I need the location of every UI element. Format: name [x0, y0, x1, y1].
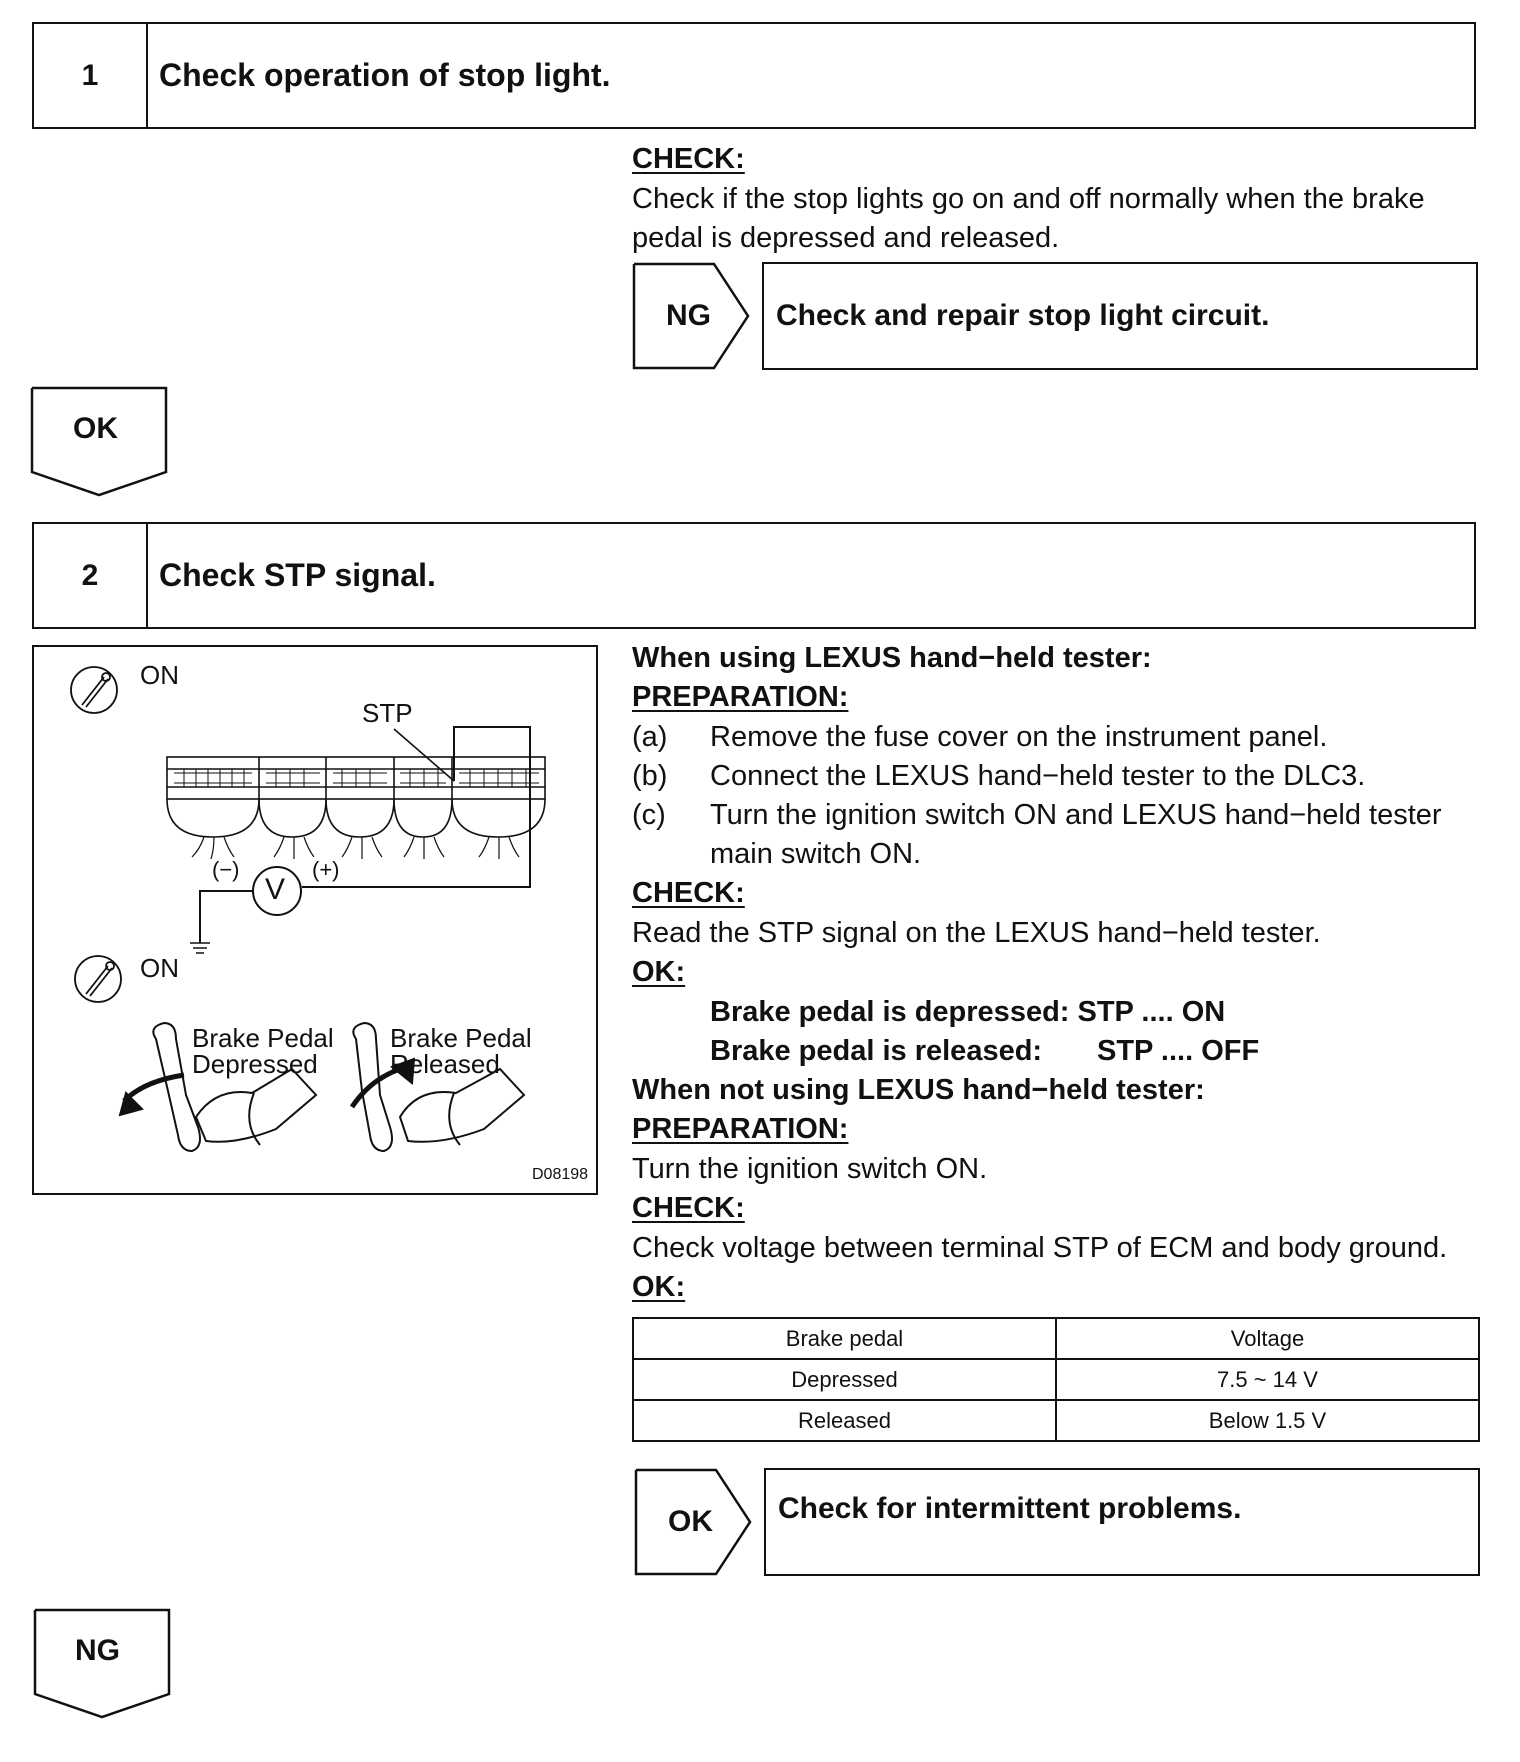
table-row: Released Below 1.5 V [632, 1399, 1480, 1442]
voltage-spec-table: Brake pedal Voltage Depressed 7.5 ~ 14 V… [632, 1317, 1480, 1442]
table-header-row: Brake pedal Voltage [632, 1317, 1480, 1360]
figure-released-label-1: Brake Pedal [390, 1023, 532, 1053]
step-1-ng-label: NG [666, 299, 711, 332]
ok-header: OK: [632, 956, 686, 988]
check-header: CHECK: [632, 877, 745, 909]
step-2-ok-label: OK [668, 1505, 713, 1538]
figure-code: D08198 [532, 1166, 589, 1183]
ok-down-arrow-icon [30, 386, 168, 497]
ok-line-2a: Brake pedal is released: [710, 1035, 1043, 1067]
brake-pedal-released-icon [349, 1021, 526, 1153]
prep-item-text: Connect the LEXUS hand−held tester to th… [710, 760, 1366, 792]
step-1-header: 1 Check operation of stop light. [32, 22, 1476, 129]
step-1-check-header: CHECK: [632, 143, 745, 175]
step-1-ok-label: OK [73, 412, 118, 445]
figure-depressed-label-2: Depressed [192, 1049, 318, 1079]
table-cell: Released [632, 1399, 1057, 1442]
prep2-header: PREPARATION: [632, 1113, 849, 1145]
figure-volt-label: V [265, 873, 286, 906]
check-text: Read the STP signal on the LEXUS hand−he… [632, 917, 1321, 949]
figure-on-label-2: ON [140, 953, 179, 983]
figure-on-label-1: ON [140, 660, 179, 690]
prep-item-text-cont: main switch ON. [710, 838, 922, 870]
ecm-connector-diagram [70, 666, 546, 1153]
stp-signal-figure: ON STP (−) V (+) ON Brake Pedal Depresse… [32, 645, 598, 1195]
prep-item-text: Remove the fuse cover on the instrument … [710, 721, 1328, 753]
figure-depressed-label-1: Brake Pedal [192, 1023, 334, 1053]
ecm-connector [166, 726, 546, 954]
check2-header: CHECK: [632, 1192, 745, 1224]
tester-header: When using LEXUS hand−held tester: [632, 642, 1152, 674]
ng-arrow-icon [632, 262, 750, 370]
step-2-title: Check STP signal. [159, 557, 436, 593]
step-2-ok-result-text: Check for intermittent problems. [778, 1492, 1242, 1525]
table-header-cell: Brake pedal [632, 1317, 1057, 1360]
prep-header: PREPARATION: [632, 681, 849, 713]
brake-pedal-depressed-icon [118, 1021, 318, 1153]
figure-plus-label: (+) [312, 857, 340, 882]
step-1-number: 1 [34, 24, 148, 127]
table-row: Depressed 7.5 ~ 14 V [632, 1358, 1480, 1401]
table-header-cell: Voltage [1055, 1317, 1480, 1360]
prep-item-label: (c) [632, 799, 666, 831]
prep2-text: Turn the ignition switch ON. [632, 1153, 988, 1185]
ok-line-2b: STP .... OFF [1097, 1035, 1260, 1067]
step-2-number: 2 [34, 524, 148, 627]
step-1-title: Check operation of stop light. [159, 57, 611, 93]
ok-line-1: Brake pedal is depressed: STP .... ON [710, 996, 1226, 1028]
figure-stp-label: STP [362, 698, 413, 728]
ok-arrow-icon [634, 1468, 752, 1576]
table-cell: Below 1.5 V [1055, 1399, 1480, 1442]
table-cell: Depressed [632, 1358, 1057, 1401]
ok2-header: OK: [632, 1271, 686, 1303]
prep-item-label: (a) [632, 721, 668, 753]
no-tester-header: When not using LEXUS hand−held tester: [632, 1074, 1205, 1106]
check2-text: Check voltage between terminal STP of EC… [632, 1232, 1448, 1264]
step-2-header: 2 Check STP signal. [32, 522, 1476, 629]
prep-item-label: (b) [632, 760, 668, 792]
ignition-key-icon-2 [74, 955, 122, 1003]
figure-released-label-2: Released [390, 1049, 500, 1079]
figure-minus-label: (−) [212, 857, 240, 882]
step-1-check-text-1: Check if the stop lights go on and off n… [632, 183, 1425, 215]
ng-down-arrow-icon [33, 1608, 171, 1719]
step-1-check-text-2: pedal is depressed and released. [632, 222, 1060, 254]
table-cell: 7.5 ~ 14 V [1055, 1358, 1480, 1401]
step-1-ng-result: Check and repair stop light circuit. [762, 262, 1478, 370]
prep-item-text: Turn the ignition switch ON and LEXUS ha… [710, 799, 1442, 831]
step-2-ng-label: NG [75, 1634, 120, 1667]
step-2-ok-result: Check for intermittent problems. [764, 1468, 1480, 1576]
ignition-key-icon [70, 666, 118, 714]
